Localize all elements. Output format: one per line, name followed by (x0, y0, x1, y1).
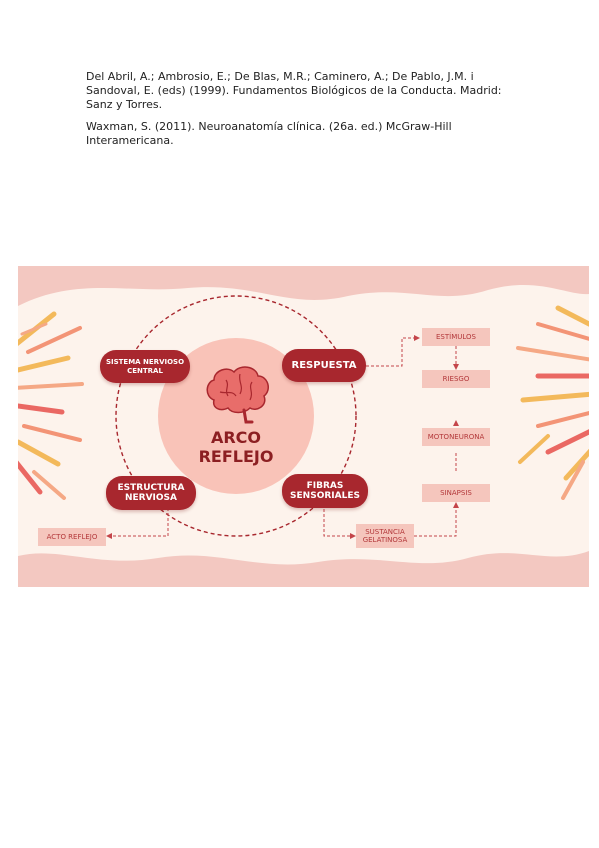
orbit-circle (115, 295, 357, 537)
left-streaks-decoration (18, 311, 84, 500)
center-title: ARCO REFLEJO (198, 428, 274, 466)
box-sustancia-gelatinosa: SUSTANCIA GELATINOSA (356, 524, 414, 548)
box-estimulos: ESTÍMULOS (422, 328, 490, 346)
node-respuesta: RESPUESTA (282, 349, 366, 382)
reference-1: Del Abril, A.; Ambrosio, E.; De Blas, M.… (86, 70, 502, 111)
box-motoneurona: MOTONEURONA (422, 428, 490, 446)
reference-2: Waxman, S. (2011). Neuroanatomía clínica… (86, 120, 452, 147)
node-estructura-nerviosa: ESTRUCTURA NERVIOSA (106, 476, 196, 510)
center-circle (158, 338, 314, 494)
right-streaks-decoration (516, 305, 589, 500)
box-riesgo: RIESGO (422, 370, 490, 388)
connector-arrowheads (106, 335, 459, 539)
arco-reflejo-infographic: ARCO REFLEJO SISTEMA NERVIOSO CENTRAL RE… (18, 266, 589, 587)
box-acto-reflejo: ACTO REFLEJO (38, 528, 106, 546)
references: Del Abril, A.; Ambrosio, E.; De Blas, M.… (86, 70, 526, 156)
node-sistema-nervioso-central: SISTEMA NERVIOSO CENTRAL (100, 350, 190, 383)
box-sinapsis: SINAPSIS (422, 484, 490, 502)
node-fibras-sensoriales: FIBRAS SENSORIALES (282, 474, 368, 508)
brain-icon (206, 366, 269, 424)
